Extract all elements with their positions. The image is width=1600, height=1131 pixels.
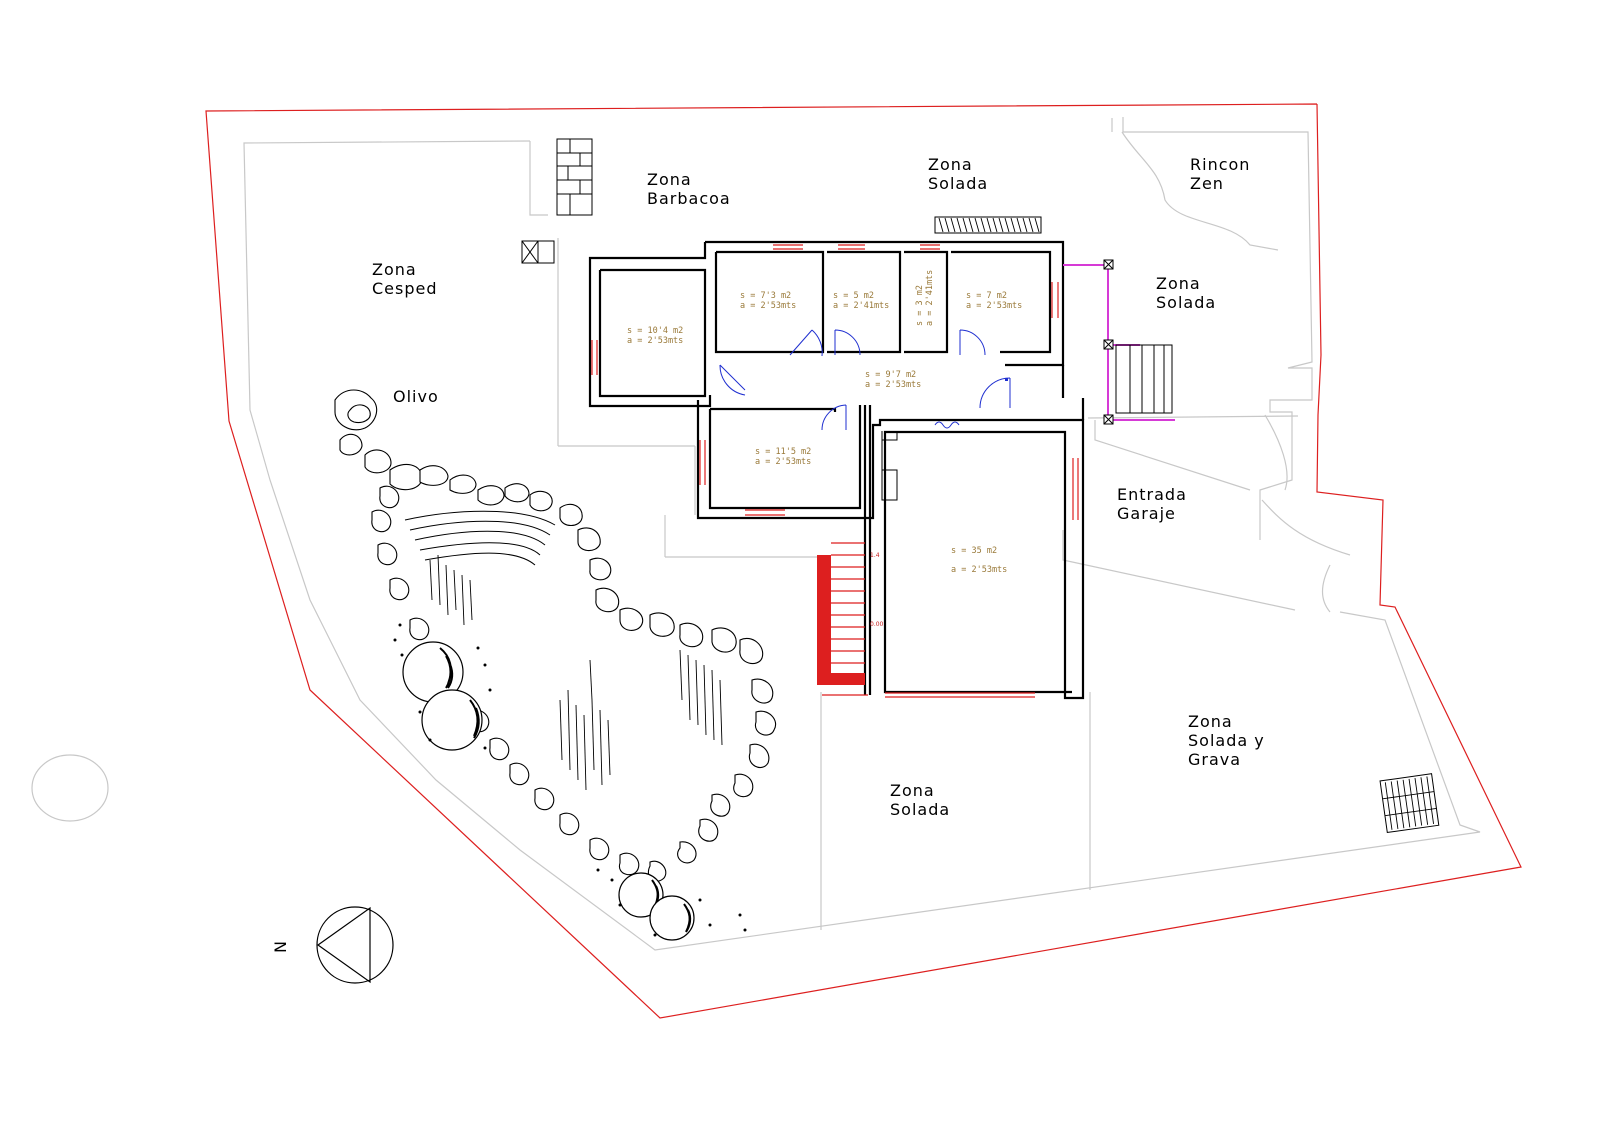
zone-solada-east-label: Zona Solada xyxy=(1156,274,1216,312)
path-outline xyxy=(1062,530,1296,611)
paving-line xyxy=(1087,415,1299,419)
room-area-label: s = 11'5 m2 a = 2'53mts xyxy=(755,447,816,467)
zone-barbacoa-label: Zona Barbacoa xyxy=(647,170,731,208)
zone-solada-grava-label: Zona Solada y Grava xyxy=(1188,712,1271,769)
level-mark-upper: 1.4 xyxy=(870,552,880,559)
water-texture xyxy=(429,554,723,791)
room-area-label: s = 35 m2 a = 2'53mts xyxy=(951,546,1007,575)
room-area-label: s = 7 m2 a = 2'53mts xyxy=(966,291,1022,311)
property-boundary xyxy=(205,103,1522,1019)
house xyxy=(588,240,1085,700)
room-area-label: s = 9'7 m2 a = 2'53mts xyxy=(865,370,921,390)
garden-outline-inner xyxy=(529,141,548,216)
north-label: N xyxy=(271,940,290,953)
path-outline-2 xyxy=(1094,420,1251,491)
staircase-icon xyxy=(1115,344,1173,414)
pond-steps xyxy=(404,510,556,566)
zone-solada-south-label: Zona Solada xyxy=(890,781,950,819)
zone-rincon-zen-label: Rincon Zen xyxy=(1190,155,1257,193)
north-arrow-icon xyxy=(316,906,394,984)
room-area-label: s = 7'3 m2 a = 2'53mts xyxy=(740,291,796,311)
chimney-icon xyxy=(521,240,555,264)
windows xyxy=(591,244,1079,698)
well-circle xyxy=(31,754,109,822)
garden-outline-west xyxy=(243,140,1481,951)
room-area-label: s = 5 m2 a = 2'41mts xyxy=(833,291,889,311)
planter-hatch-se xyxy=(1379,773,1440,834)
olivo-label: Olivo xyxy=(393,387,439,406)
shrub-icon xyxy=(393,623,747,941)
garage-entry-curve xyxy=(1261,414,1351,613)
room-area-label: s = 10'4 m2 a = 2'53mts xyxy=(627,326,688,346)
pond xyxy=(334,389,776,882)
interior-staircase xyxy=(817,542,865,685)
level-mark-lower: 0.00 xyxy=(870,621,884,628)
zone-solada-north-label: Zona Solada xyxy=(928,155,988,193)
zone-entrada-garaje-label: Entrada Garaje xyxy=(1117,485,1193,523)
room-area-label: s = 3 m2 a = 2'41mts xyxy=(915,270,935,326)
zen-corner-outline xyxy=(1121,131,1279,251)
planter-hatch xyxy=(934,216,1042,234)
garden-outline xyxy=(1122,117,1313,540)
zone-cesped-label: Zona Cesped xyxy=(372,260,438,298)
barbecue-grill-icon xyxy=(556,138,593,216)
doors xyxy=(719,329,1011,431)
